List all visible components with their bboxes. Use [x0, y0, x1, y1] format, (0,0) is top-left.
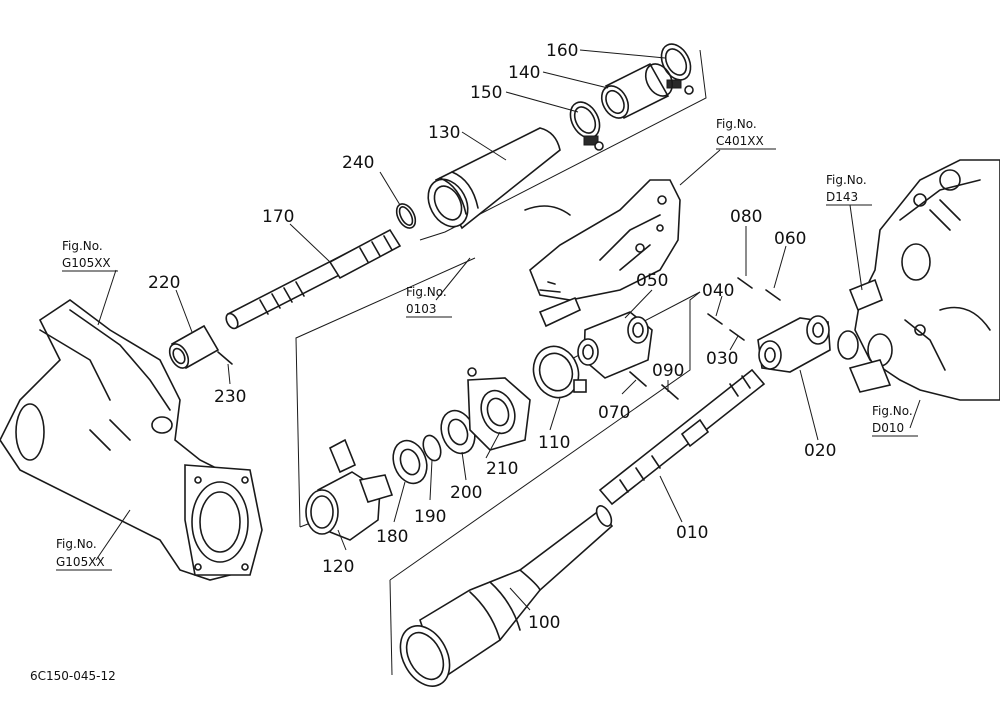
label-240: 240	[342, 153, 374, 173]
pin-030	[729, 329, 745, 341]
label-220: 220	[148, 273, 180, 293]
label-090: 090	[652, 361, 684, 381]
label-200: 200	[450, 483, 482, 503]
label-180: 180	[376, 527, 408, 547]
housing-120	[305, 438, 394, 541]
bearing-200	[440, 409, 476, 455]
figref-0103-code: 0103	[406, 302, 437, 316]
bracket-housing	[524, 179, 681, 328]
tube-130	[427, 127, 561, 230]
collar-110	[532, 345, 587, 399]
gearbox-right	[837, 159, 1000, 401]
label-100: 100	[528, 613, 560, 633]
figref-g105b-title: Fig.No.	[56, 537, 97, 551]
label-140: 140	[508, 63, 540, 83]
figref-d143-title: Fig.No.	[826, 173, 867, 187]
pin-040	[707, 313, 723, 325]
axle-housing	[0, 299, 263, 581]
clamp-160	[660, 43, 694, 95]
label-010: 010	[676, 523, 708, 543]
clamp-150	[569, 101, 604, 151]
fig-ref-leaders	[95, 149, 921, 561]
figref-c401-title: Fig.No.	[716, 117, 757, 131]
figref-d143-code: D143	[826, 190, 858, 204]
figref-g105a-code: G105XX	[62, 256, 111, 270]
hose-140	[600, 62, 674, 120]
label-110: 110	[538, 433, 570, 453]
label-060: 060	[774, 229, 806, 249]
boot-100	[399, 505, 614, 687]
ring-190	[422, 434, 442, 462]
bearing-180	[392, 439, 428, 485]
label-080: 080	[730, 207, 762, 227]
label-150: 150	[470, 83, 502, 103]
label-210: 210	[486, 459, 518, 479]
flange-210	[467, 367, 531, 451]
pin-080	[737, 277, 753, 289]
label-040: 040	[702, 281, 734, 301]
part-labels: 160 140 150 130 240 170 220 230 080 060 …	[148, 41, 836, 633]
label-050: 050	[636, 271, 668, 291]
label-160: 160	[546, 41, 578, 61]
leader-lines	[175, 49, 819, 611]
figref-g105a-title: Fig.No.	[62, 239, 103, 253]
pin-090	[661, 384, 679, 400]
label-170: 170	[262, 207, 294, 227]
pin-060	[765, 289, 781, 301]
label-190: 190	[414, 507, 446, 527]
figref-c401-code: C401XX	[716, 134, 764, 148]
label-230: 230	[214, 387, 246, 407]
label-020: 020	[804, 441, 836, 461]
label-120: 120	[322, 557, 354, 577]
ujoint-050	[577, 311, 653, 379]
label-070: 070	[598, 403, 630, 423]
sleeve-220	[168, 324, 220, 370]
oring-240	[395, 203, 417, 229]
shaft-010	[598, 368, 766, 506]
shaft-170	[225, 228, 402, 330]
ujoint-020	[757, 315, 831, 373]
figref-0103-title: Fig.No.	[406, 285, 447, 299]
pin-070	[629, 371, 647, 387]
figref-g105b-code: G105XX	[56, 555, 105, 569]
label-030: 030	[706, 349, 738, 369]
figure-references: Fig.No. C401XX Fig.No. D143 Fig.No. G105…	[56, 117, 918, 571]
figref-d010-title: Fig.No.	[872, 404, 913, 418]
pin-230	[217, 351, 233, 365]
figref-d010-code: D010	[872, 421, 904, 435]
label-130: 130	[428, 123, 460, 143]
drawing-number: 6C150-045-12	[30, 669, 116, 683]
